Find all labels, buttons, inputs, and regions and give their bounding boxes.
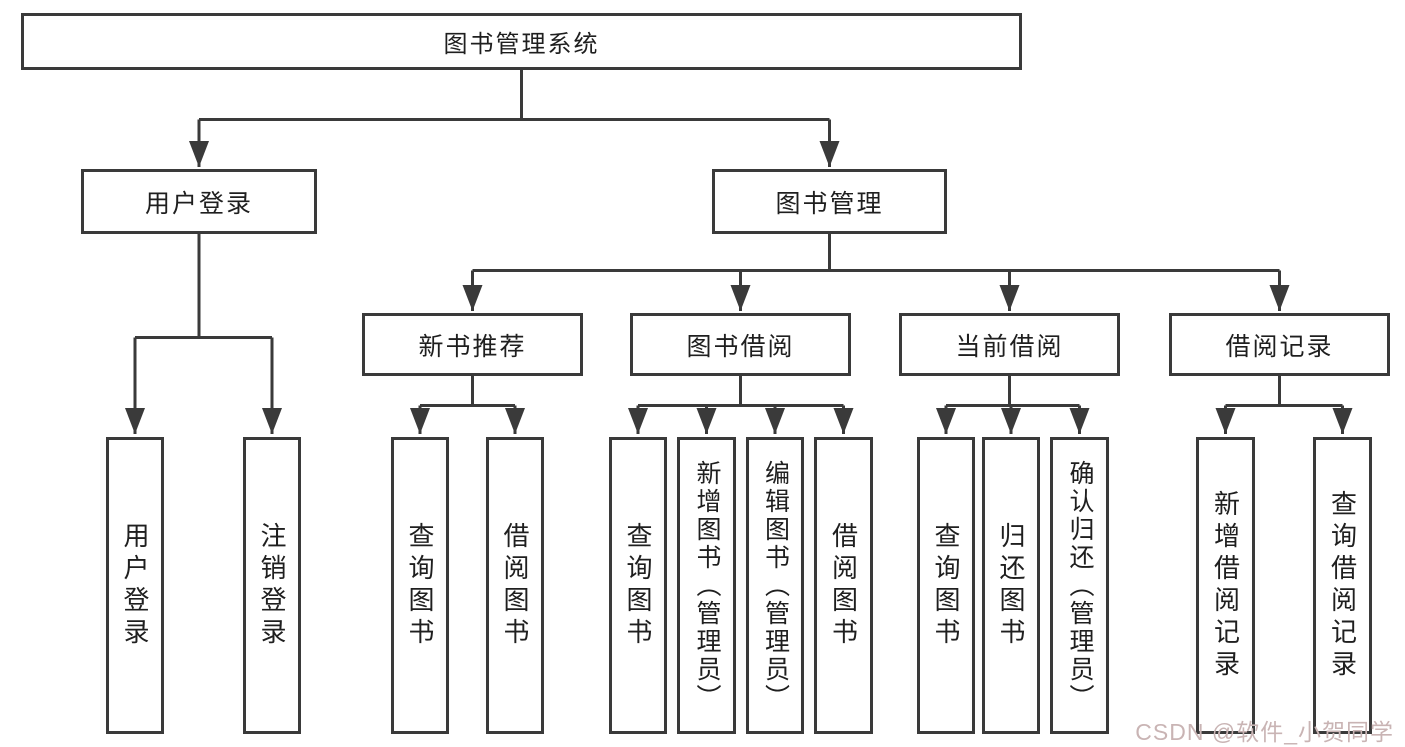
node-borrow-records: 借阅记录 xyxy=(1169,313,1390,376)
leaf-confirm-return-admin: 确认归还（管理员） xyxy=(1050,437,1109,734)
leaf-borrow-book-recommend-label: 借阅图书 xyxy=(500,521,530,650)
leaf-add-book-admin-label: 新增图书（管理员） xyxy=(693,459,721,712)
leaf-query-book-recommend-label: 查询图书 xyxy=(405,521,435,650)
watermark: CSDN @软件_小贺同学 xyxy=(1135,719,1394,745)
leaf-return-book-label: 归还图书 xyxy=(996,521,1026,650)
leaf-user-login-label: 用户登录 xyxy=(120,521,150,650)
leaf-borrow-book-label: 借阅图书 xyxy=(828,521,859,650)
node-root-library-system: 图书管理系统 xyxy=(21,13,1022,70)
leaf-query-book-current-label: 查询图书 xyxy=(931,521,961,650)
node-book-management: 图书管理 xyxy=(712,169,947,234)
leaf-user-login: 用户登录 xyxy=(106,437,164,734)
leaf-query-book-borrow-label: 查询图书 xyxy=(623,521,653,650)
node-new-book-recommend: 新书推荐 xyxy=(362,313,583,376)
leaf-logout: 注销登录 xyxy=(243,437,301,734)
leaf-return-book: 归还图书 xyxy=(982,437,1040,734)
leaf-borrow-book: 借阅图书 xyxy=(814,437,873,734)
leaf-query-borrow-record-label: 查询借阅记录 xyxy=(1327,489,1358,682)
node-current-borrow: 当前借阅 xyxy=(899,313,1120,376)
leaf-edit-book-admin: 编辑图书（管理员） xyxy=(746,437,804,734)
leaf-confirm-return-admin-label: 确认归还（管理员） xyxy=(1066,459,1094,712)
node-book-borrow: 图书借阅 xyxy=(630,313,851,376)
leaf-query-book-borrow: 查询图书 xyxy=(609,437,667,734)
leaf-logout-label: 注销登录 xyxy=(257,521,287,650)
leaf-add-borrow-record-label: 新增借阅记录 xyxy=(1210,489,1241,682)
leaf-query-book-recommend: 查询图书 xyxy=(391,437,449,734)
leaf-edit-book-admin-label: 编辑图书（管理员） xyxy=(761,459,790,712)
leaf-query-book-current: 查询图书 xyxy=(917,437,975,734)
leaf-add-borrow-record: 新增借阅记录 xyxy=(1196,437,1255,734)
node-user-login: 用户登录 xyxy=(81,169,317,234)
leaf-query-borrow-record: 查询借阅记录 xyxy=(1313,437,1372,734)
leaf-borrow-book-recommend: 借阅图书 xyxy=(486,437,544,734)
leaf-add-book-admin: 新增图书（管理员） xyxy=(677,437,736,734)
